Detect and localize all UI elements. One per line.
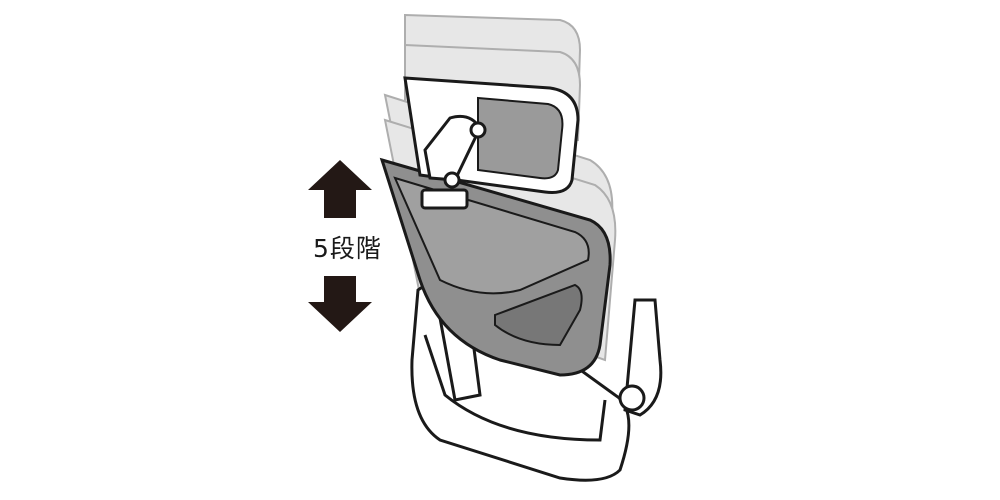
adjustment-levels-label: 5段階 <box>313 234 382 263</box>
headrest <box>379 76 612 377</box>
arrow-up-icon <box>308 160 372 218</box>
arrow-down-icon <box>308 276 372 332</box>
